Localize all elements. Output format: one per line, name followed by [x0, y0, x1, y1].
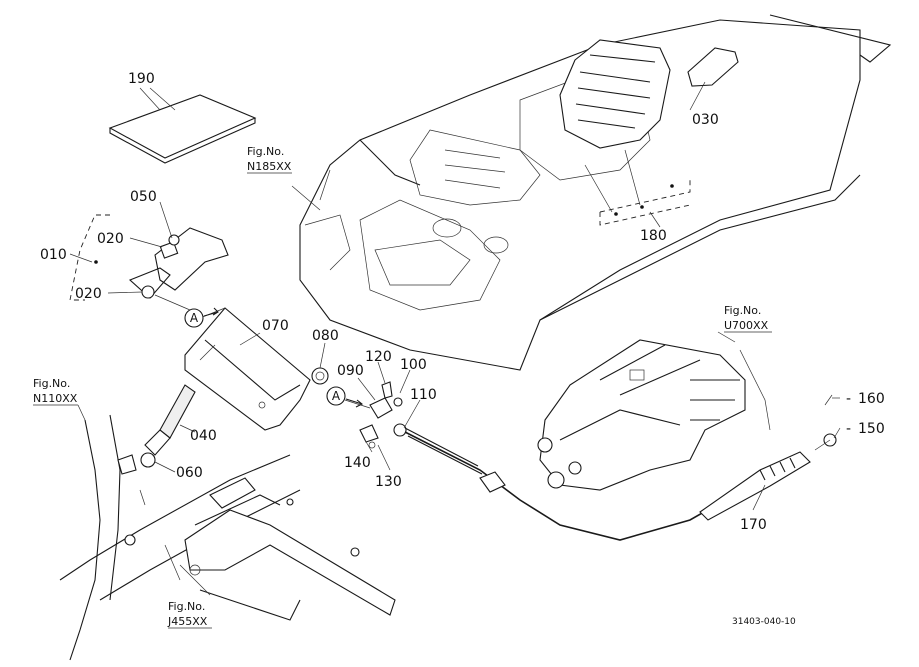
label-110: 110 [410, 387, 437, 403]
fig-ref-n110[interactable]: Fig.No. N110XX [33, 377, 78, 406]
label-130: 130 [375, 474, 402, 490]
label-020-upper: 020 [97, 231, 124, 247]
fig-ref-n185[interactable]: Fig.No. N185XX [247, 145, 292, 174]
leader-lines [69, 81, 841, 596]
lever-assembly [69, 214, 229, 311]
callout-a-upper-label: A [190, 311, 199, 325]
frame-and-linkage [59, 414, 396, 661]
label-060: 060 [176, 465, 203, 481]
diagram-code: 31403-040-10 [732, 617, 796, 627]
tractor-body-drawing [299, 14, 892, 371]
label-050: 050 [130, 189, 157, 205]
fig-ref-j455-line2: J455XX [167, 615, 208, 628]
small-parts [311, 367, 407, 449]
label-030: 030 [692, 112, 719, 128]
label-190: 190 [128, 71, 155, 87]
fig-ref-u700[interactable]: Fig.No. U700XX [724, 304, 772, 333]
dash-160: - [846, 391, 851, 407]
control-cable-170 [404, 394, 837, 541]
label-020-lower: 020 [75, 286, 102, 302]
callout-a-upper: A [184, 308, 204, 328]
callout-arrows [203, 307, 364, 408]
fig-ref-n185-line1: Fig.No. [247, 145, 284, 158]
fig-ref-u700-line2: U700XX [724, 319, 769, 332]
label-010: 010 [40, 247, 67, 263]
fig-ref-n110-line2: N110XX [33, 392, 78, 405]
fig-ref-u700-line1: Fig.No. [724, 304, 761, 317]
dash-150: - [846, 421, 851, 437]
control-valve [537, 339, 771, 491]
part-labels: 190 050 020 010 020 070 080 120 100 090 … [40, 71, 885, 533]
label-040: 040 [190, 428, 217, 444]
label-070: 070 [262, 318, 289, 334]
fig-ref-j455-line1: Fig.No. [168, 600, 205, 613]
fig-ref-j455[interactable]: Fig.No. J455XX [167, 600, 212, 629]
fig-ref-n185-line2: N185XX [247, 160, 292, 173]
label-100: 100 [400, 357, 427, 373]
manual-sheet-190 [108, 87, 257, 164]
callout-a-lower-label: A [332, 389, 341, 403]
label-140: 140 [344, 455, 371, 471]
label-170: 170 [740, 517, 767, 533]
callout-a-lower: A [326, 386, 346, 406]
label-160: 160 [858, 391, 885, 407]
label-180: 180 [640, 228, 667, 244]
label-080: 080 [312, 328, 339, 344]
label-090: 090 [337, 363, 364, 379]
fig-ref-n110-line1: Fig.No. [33, 377, 70, 390]
bracket-and-rod [140, 307, 311, 468]
label-150: 150 [858, 421, 885, 437]
label-120: 120 [365, 349, 392, 365]
